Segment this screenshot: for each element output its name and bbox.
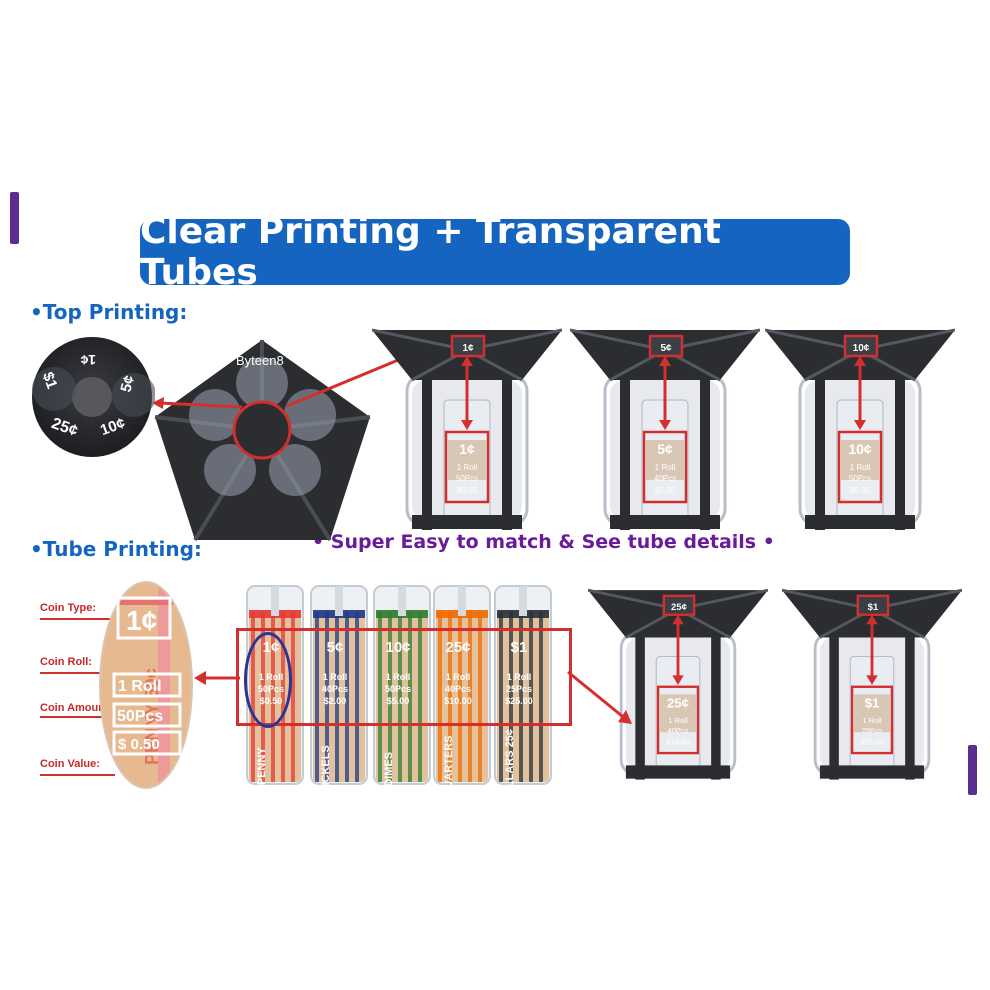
closeup-value: $ 0.50	[118, 736, 160, 753]
closeup-roll: 1 Roll	[118, 678, 162, 695]
accent-bar-right	[968, 745, 977, 795]
arrow-to-holder-25c	[567, 670, 632, 724]
holder-top-label: 25¢	[671, 602, 688, 613]
tube-pcs: 25Pcs	[506, 684, 532, 694]
tube-value: $2.00	[324, 696, 347, 706]
holder-top-label: 10¢	[853, 343, 870, 354]
label-coin-value: Coin Value:	[40, 758, 100, 770]
holder-brand: Byteen8	[236, 353, 284, 368]
holder-tube-value: $2.00	[655, 486, 676, 495]
pentagon-holder-top-view: Byteen8	[154, 340, 371, 542]
holder-tube-roll: 1 Roll	[457, 463, 478, 472]
section-label-top-printing: •Top Printing:	[30, 300, 188, 324]
tube-value: $5.00	[387, 696, 410, 706]
tube-side-text: $2 NICKELS	[320, 745, 332, 787]
tube-denom: 10¢	[385, 639, 410, 656]
holder-tube-roll: 1 Roll	[850, 463, 871, 472]
tube-row-highlight	[236, 628, 572, 726]
tube-denom: 5¢	[327, 639, 344, 656]
tube-pcs: 40Pcs	[445, 684, 471, 694]
tube-pcs: 50Pcs	[385, 684, 411, 694]
holder-tube-value: $5.00	[850, 486, 871, 495]
closeup-type: 1¢	[126, 605, 157, 636]
label-coin-type: Coin Type:	[40, 602, 97, 614]
tube-side-text: $10 QUARTERS	[443, 735, 455, 787]
tube-pcs: 40Pcs	[322, 684, 348, 694]
coin-tube: 10¢ 1 Roll 50Pcs $5.00 $5 DIMES	[373, 585, 431, 787]
arrow-to-tube-closeup	[194, 671, 240, 685]
holder-tube-denom: 1¢	[459, 441, 475, 457]
holder-tube-denom: $1	[865, 696, 880, 711]
pointer-coin-type	[40, 618, 120, 620]
holder-tube-roll: 1 Roll	[655, 463, 676, 472]
holder-tube-denom: 5¢	[657, 441, 673, 457]
pointer-coin-value	[40, 774, 115, 776]
top-closeup-illustration: 1¢ 5¢ 10¢ 25¢ $1	[32, 337, 155, 457]
holder-tube-denom: 10¢	[848, 441, 872, 457]
label-coin-amount: Coin Amount:	[40, 702, 113, 714]
closeup-amount: 50Pcs	[117, 708, 163, 725]
label-coin-roll: Coin Roll:	[40, 656, 92, 668]
closeup-label-1c: 1¢	[80, 352, 96, 368]
holder-tube-pcs: 40Pcs	[654, 474, 676, 483]
tube-side-text: 50¢ PENNY	[256, 747, 268, 787]
holder-top-label: 5¢	[660, 343, 672, 354]
tube-value: $10.00	[444, 696, 472, 706]
tube-roll: 1 Roll	[507, 672, 532, 682]
arrow-to-top-closeup	[152, 397, 243, 409]
tube-roll: 1 Roll	[323, 672, 348, 682]
tube-side-text: $25 DOLLARS 25¢	[504, 729, 516, 787]
tube-closeup-oval: PENNY 50¢ 1¢ 1 Roll 50Pcs $ 0.50	[99, 581, 193, 789]
holder-view: 10¢ 10¢ 1 Roll 50Pcs $5.00	[765, 328, 955, 530]
holder-tube-value: $10.00	[666, 738, 689, 747]
title-banner: Clear Printing + Transparent Tubes	[140, 211, 850, 293]
holder-tube-roll: 1 Roll	[668, 716, 688, 725]
tube-side-text: $5 DIMES	[383, 752, 395, 787]
coin-tube: 5¢ 1 Roll 40Pcs $2.00 $2 NICKELS	[310, 585, 368, 787]
pointer-coin-amount	[40, 716, 115, 718]
accent-bar-left	[10, 192, 19, 244]
tube-denom: 25¢	[445, 639, 470, 656]
pointer-coin-roll	[40, 672, 115, 674]
section-label-tube-printing: •Tube Printing:	[30, 537, 202, 561]
holder-tube-pcs: 40Pcs	[667, 726, 688, 735]
holder-tube-roll: 1 Roll	[862, 716, 882, 725]
closeup-label-1d: $1	[39, 370, 61, 391]
holder-tube-pcs: 50Pcs	[456, 474, 478, 483]
holder-top-label: $1	[868, 602, 879, 613]
holder-tube-denom: 25¢	[667, 696, 690, 711]
holder-tube-value: $0.50	[457, 486, 478, 495]
holder-view: 1¢ 1¢ 1 Roll 50Pcs $0.50	[372, 328, 562, 530]
holder-top-label: 1¢	[462, 343, 474, 354]
holder-tube-value: $25.00	[860, 738, 883, 747]
holder-tube-pcs: 50Pcs	[849, 474, 871, 483]
tagline: • Super Easy to match & See tube details…	[312, 531, 775, 553]
holder-tube-pcs: 25Pcs	[861, 726, 882, 735]
tube-denom: $1	[511, 639, 528, 656]
holder-view: 5¢ 5¢ 1 Roll 40Pcs $2.00	[570, 328, 760, 530]
coin-tube: $1 1 Roll 25Pcs $25.00 $25 DOLLARS 25¢	[494, 585, 552, 787]
tube-roll: 1 Roll	[386, 672, 411, 682]
penny-tube-oval-highlight	[244, 632, 292, 728]
closeup-back-text: PENNY 50¢	[142, 668, 162, 765]
page-title: Clear Printing + Transparent Tubes	[140, 211, 721, 293]
tube-value: $25.00	[505, 696, 533, 706]
coin-tube: 25¢ 1 Roll 40Pcs $10.00 $10 QUARTERS	[433, 585, 491, 787]
tube-roll: 1 Roll	[446, 672, 471, 682]
closeup-label-5c: 5¢	[117, 374, 138, 395]
